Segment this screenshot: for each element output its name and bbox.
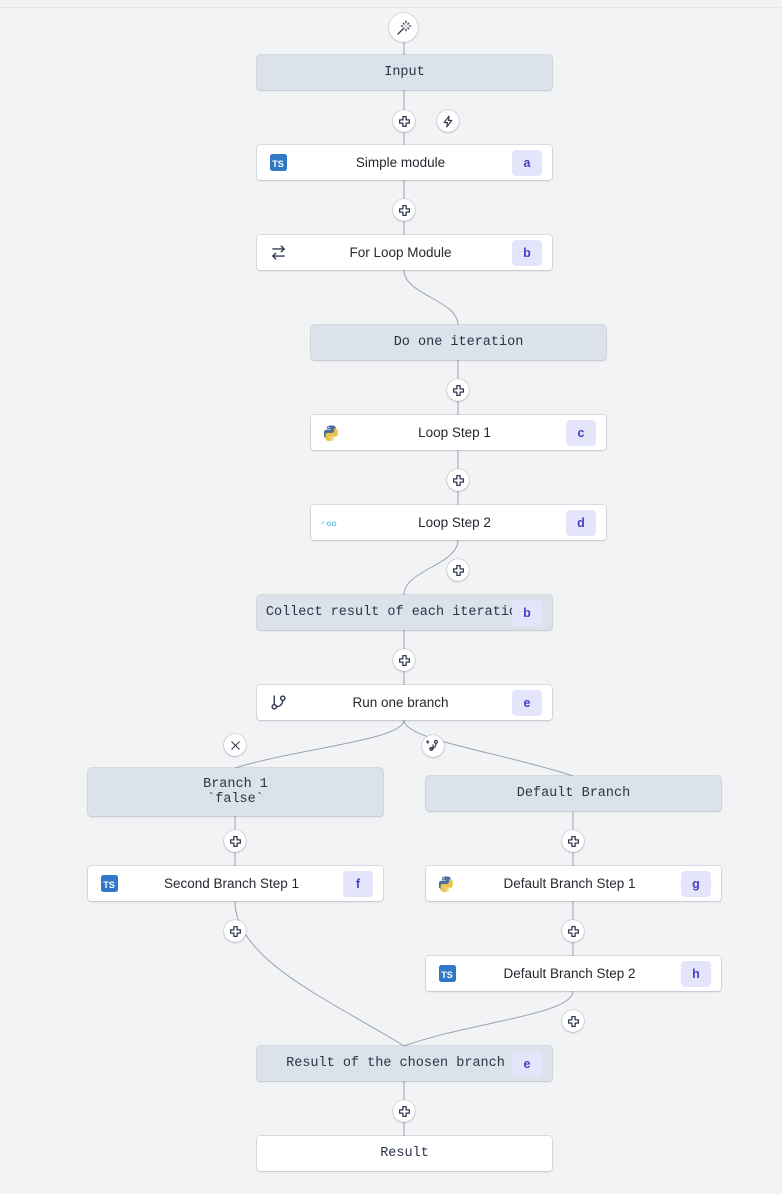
node-simple-module-label: Simple module [355, 155, 446, 170]
node-chosen-result[interactable]: Result of the chosen branch e [257, 1046, 552, 1081]
node-input[interactable]: Input [257, 55, 552, 90]
add-trigger-button[interactable] [437, 110, 459, 132]
zap-icon [443, 114, 452, 128]
plus-icon [398, 204, 410, 216]
add-step-after-loop-step-2-button[interactable] [447, 559, 469, 581]
node-run-one-branch[interactable]: Run one branch e [257, 685, 552, 720]
plus-icon [567, 1015, 579, 1027]
add-step-after-second-branch-step-1-button[interactable] [224, 920, 246, 942]
node-branch-1-label: Branch 1`false` [203, 777, 268, 807]
plus-icon [452, 564, 464, 576]
node-default-branch-step-1-label: Default Branch Step 1 [503, 876, 636, 891]
go-icon: GO [321, 512, 343, 534]
node-second-branch-step-1-label: Second Branch Step 1 [163, 876, 300, 891]
node-branch-1[interactable]: Branch 1`false` [88, 768, 383, 816]
python-icon [321, 422, 343, 444]
node-collect-result[interactable]: Collect result of each iteration b [257, 595, 552, 630]
node-loop-step-1-badge: c [566, 419, 596, 446]
magic-wand-icon [396, 20, 411, 35]
add-step-in-loop-button[interactable] [447, 379, 469, 401]
node-simple-module[interactable]: TS Simple module a [257, 145, 552, 180]
node-collect-result-badge: b [512, 599, 542, 626]
node-default-branch-step-2-badge: h [681, 960, 711, 987]
plus-icon [229, 925, 241, 937]
node-default-branch-step-1-badge: g [681, 870, 711, 897]
node-second-branch-step-1[interactable]: TS Second Branch Step 1 f [88, 866, 383, 901]
node-default-branch-label: Default Branch [516, 786, 631, 801]
plus-icon [398, 1105, 410, 1117]
plus-icon [567, 925, 579, 937]
node-second-branch-step-1-badge: f [343, 870, 373, 897]
plus-icon [398, 654, 410, 666]
python-icon [436, 873, 458, 895]
node-loop-step-1[interactable]: Loop Step 1 c [311, 415, 606, 450]
add-step-after-collect-result-button[interactable] [393, 649, 415, 671]
close-icon [230, 740, 240, 750]
node-loop-step-2[interactable]: GO Loop Step 2 d [311, 505, 606, 540]
git-branch-plus-icon [426, 739, 438, 751]
node-for-loop-module-badge: b [512, 239, 542, 266]
plus-icon [452, 384, 464, 396]
node-input-label: Input [384, 65, 425, 80]
typescript-icon: TS [98, 873, 120, 895]
node-default-branch-step-1[interactable]: Default Branch Step 1 g [426, 866, 721, 901]
add-step-after-simple-module-button[interactable] [393, 199, 415, 221]
delete-branch-button[interactable] [224, 734, 246, 756]
node-do-one-iteration[interactable]: Do one iteration [311, 325, 606, 360]
node-result-label: Result [380, 1146, 429, 1161]
node-chosen-result-label: Result of the chosen branch [286, 1056, 505, 1071]
git-branch-icon [267, 692, 289, 714]
plus-icon [398, 115, 410, 127]
node-loop-step-2-badge: d [566, 509, 596, 536]
add-step-after-input-button[interactable] [393, 110, 415, 132]
node-chosen-result-badge: e [512, 1050, 542, 1077]
node-default-branch-step-2-label: Default Branch Step 2 [503, 966, 636, 981]
node-loop-step-2-label: Loop Step 2 [418, 515, 491, 530]
add-step-after-chosen-result-button[interactable] [393, 1100, 415, 1122]
node-default-branch[interactable]: Default Branch [426, 776, 721, 811]
top-divider [0, 7, 782, 8]
node-do-one-iteration-label: Do one iteration [393, 335, 524, 350]
add-step-in-default-branch-button[interactable] [562, 830, 584, 852]
add-branch-button[interactable] [422, 735, 444, 757]
node-result[interactable]: Result [257, 1136, 552, 1171]
node-run-one-branch-badge: e [512, 689, 542, 716]
typescript-icon: TS [267, 152, 289, 174]
add-step-in-branch-1-button[interactable] [224, 830, 246, 852]
typescript-icon: TS [436, 963, 458, 985]
node-default-branch-step-2[interactable]: TS Default Branch Step 2 h [426, 956, 721, 991]
loop-icon [267, 242, 289, 264]
plus-icon [567, 835, 579, 847]
add-step-after-loop-step-1-button[interactable] [447, 469, 469, 491]
add-step-after-default-branch-step-1-button[interactable] [562, 920, 584, 942]
node-run-one-branch-label: Run one branch [352, 695, 449, 710]
plus-icon [452, 474, 464, 486]
svg-text:GO: GO [327, 520, 337, 527]
plus-icon [229, 835, 241, 847]
add-step-after-default-branch-step-2-button[interactable] [562, 1010, 584, 1032]
node-loop-step-1-label: Loop Step 1 [418, 425, 491, 440]
magic-wand-button[interactable] [389, 13, 418, 42]
node-collect-result-label: Collect result of each iteration [265, 605, 526, 620]
node-for-loop-module[interactable]: For Loop Module b [257, 235, 552, 270]
node-for-loop-module-label: For Loop Module [349, 245, 452, 260]
node-simple-module-badge: a [512, 149, 542, 176]
